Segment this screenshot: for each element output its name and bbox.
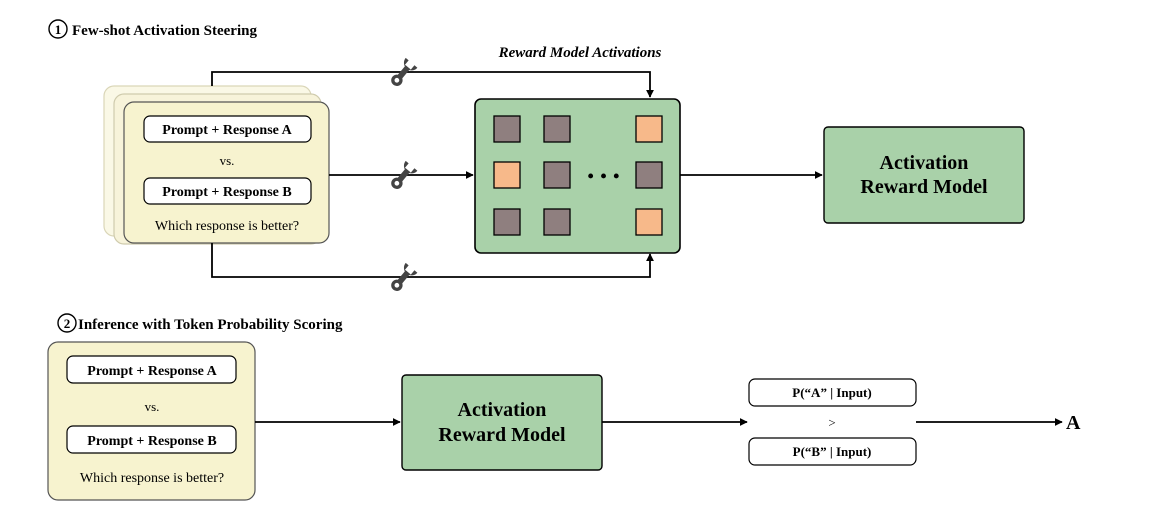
section1-reward-model-line1: Activation (880, 152, 969, 174)
activation-cell (493, 115, 521, 143)
section2-prompt-a-box (66, 355, 237, 384)
activation-cell-highlighted (493, 161, 521, 189)
prob-b-box (748, 437, 917, 466)
prob-a-box (748, 378, 917, 407)
activation-cell-highlighted (635, 115, 663, 143)
activation-cell (493, 208, 521, 236)
wrench-icon (387, 160, 418, 193)
activation-cell (543, 115, 571, 143)
section1-vs: vs. (220, 153, 235, 168)
section2-reward-model (401, 374, 603, 471)
prob-a: P(“A” | Input) (792, 385, 871, 400)
bottom-steering-arrow (211, 243, 654, 278)
section2-vs: vs. (145, 399, 160, 414)
section1-number: 1 (55, 22, 62, 37)
activation-cell (635, 161, 663, 189)
activation-cell (543, 208, 571, 236)
section1-prompt-a-box (143, 115, 312, 143)
section1-reward-model (823, 126, 1025, 224)
activation-grid (474, 98, 681, 254)
activations-label: Reward Model Activations (498, 45, 662, 61)
section2-prompt-b-box (66, 425, 237, 454)
section2-prompt-b: Prompt + Response B (87, 434, 216, 449)
section1-reward-model-line2: Reward Model (860, 176, 988, 198)
section2-heading: 2 Inference with Token Probability Scori… (57, 313, 343, 333)
greater-than: > (828, 415, 835, 430)
prob-b: P(“B” | Input) (793, 444, 872, 459)
section1-number-circle (48, 19, 68, 39)
section2-title: Inference with Token Probability Scoring (78, 317, 343, 333)
section1-prompt-b-box (143, 177, 312, 205)
section2-number-circle (57, 313, 77, 333)
section2-question: Which response is better? (80, 471, 224, 486)
section1-prompt-a: Prompt + Response A (162, 123, 292, 138)
section2-number: 2 (64, 316, 71, 331)
wrench-icon (387, 57, 418, 90)
output-label: A (1066, 412, 1081, 434)
section2-prompt-a: Prompt + Response A (87, 364, 217, 379)
section2-reward-model-line2: Reward Model (438, 424, 566, 446)
wrench-icon (387, 262, 418, 295)
section1-question: Which response is better? (155, 219, 299, 234)
section1-prompt-b: Prompt + Response B (162, 185, 291, 200)
section1-heading: 1 Few-shot Activation Steering (48, 19, 257, 39)
activation-cell-highlighted (635, 208, 663, 236)
top-steering-arrow (211, 71, 654, 98)
section1-title: Few-shot Activation Steering (72, 23, 257, 39)
grid-ellipsis: • • • (588, 166, 621, 186)
activation-cell (543, 161, 571, 189)
section2-reward-model-line1: Activation (458, 399, 547, 421)
